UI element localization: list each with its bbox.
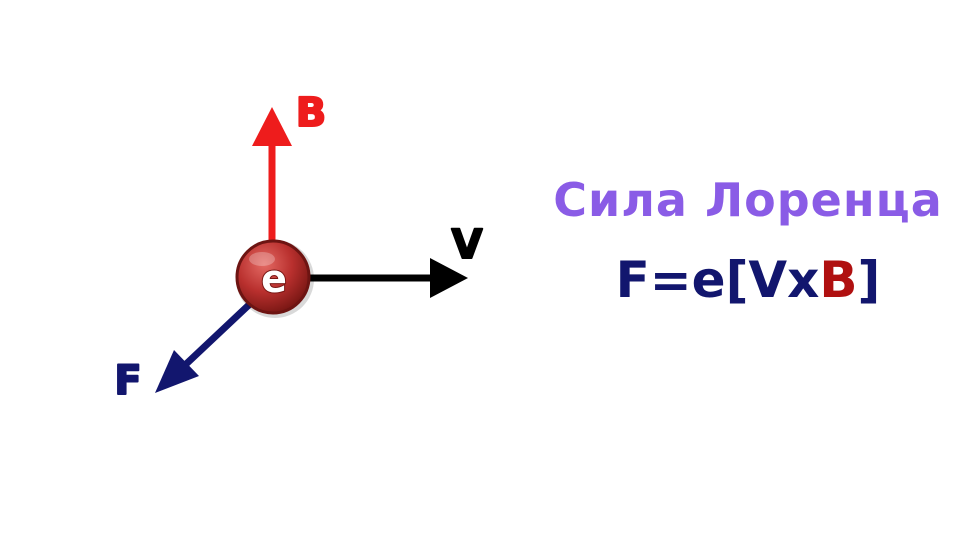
b-vector-label: B [296, 90, 327, 136]
electron-particle: e [235, 239, 314, 318]
v-vector-label: V [452, 222, 483, 268]
particle-label: e [261, 257, 287, 301]
f-vector-label: F [114, 358, 141, 404]
f-vector-arrow [155, 299, 255, 393]
formula-suffix: ] [857, 251, 881, 309]
b-vector-arrow [252, 107, 292, 248]
lorentz-formula: F=e[VxB] [548, 248, 948, 312]
diagram-title: Сила Лоренца [553, 173, 943, 227]
formula-b-term: B [819, 251, 858, 309]
v-vector-arrow [305, 258, 468, 298]
formula-prefix: F=e[V [615, 251, 788, 309]
formula-cross-sign: x [787, 251, 820, 309]
